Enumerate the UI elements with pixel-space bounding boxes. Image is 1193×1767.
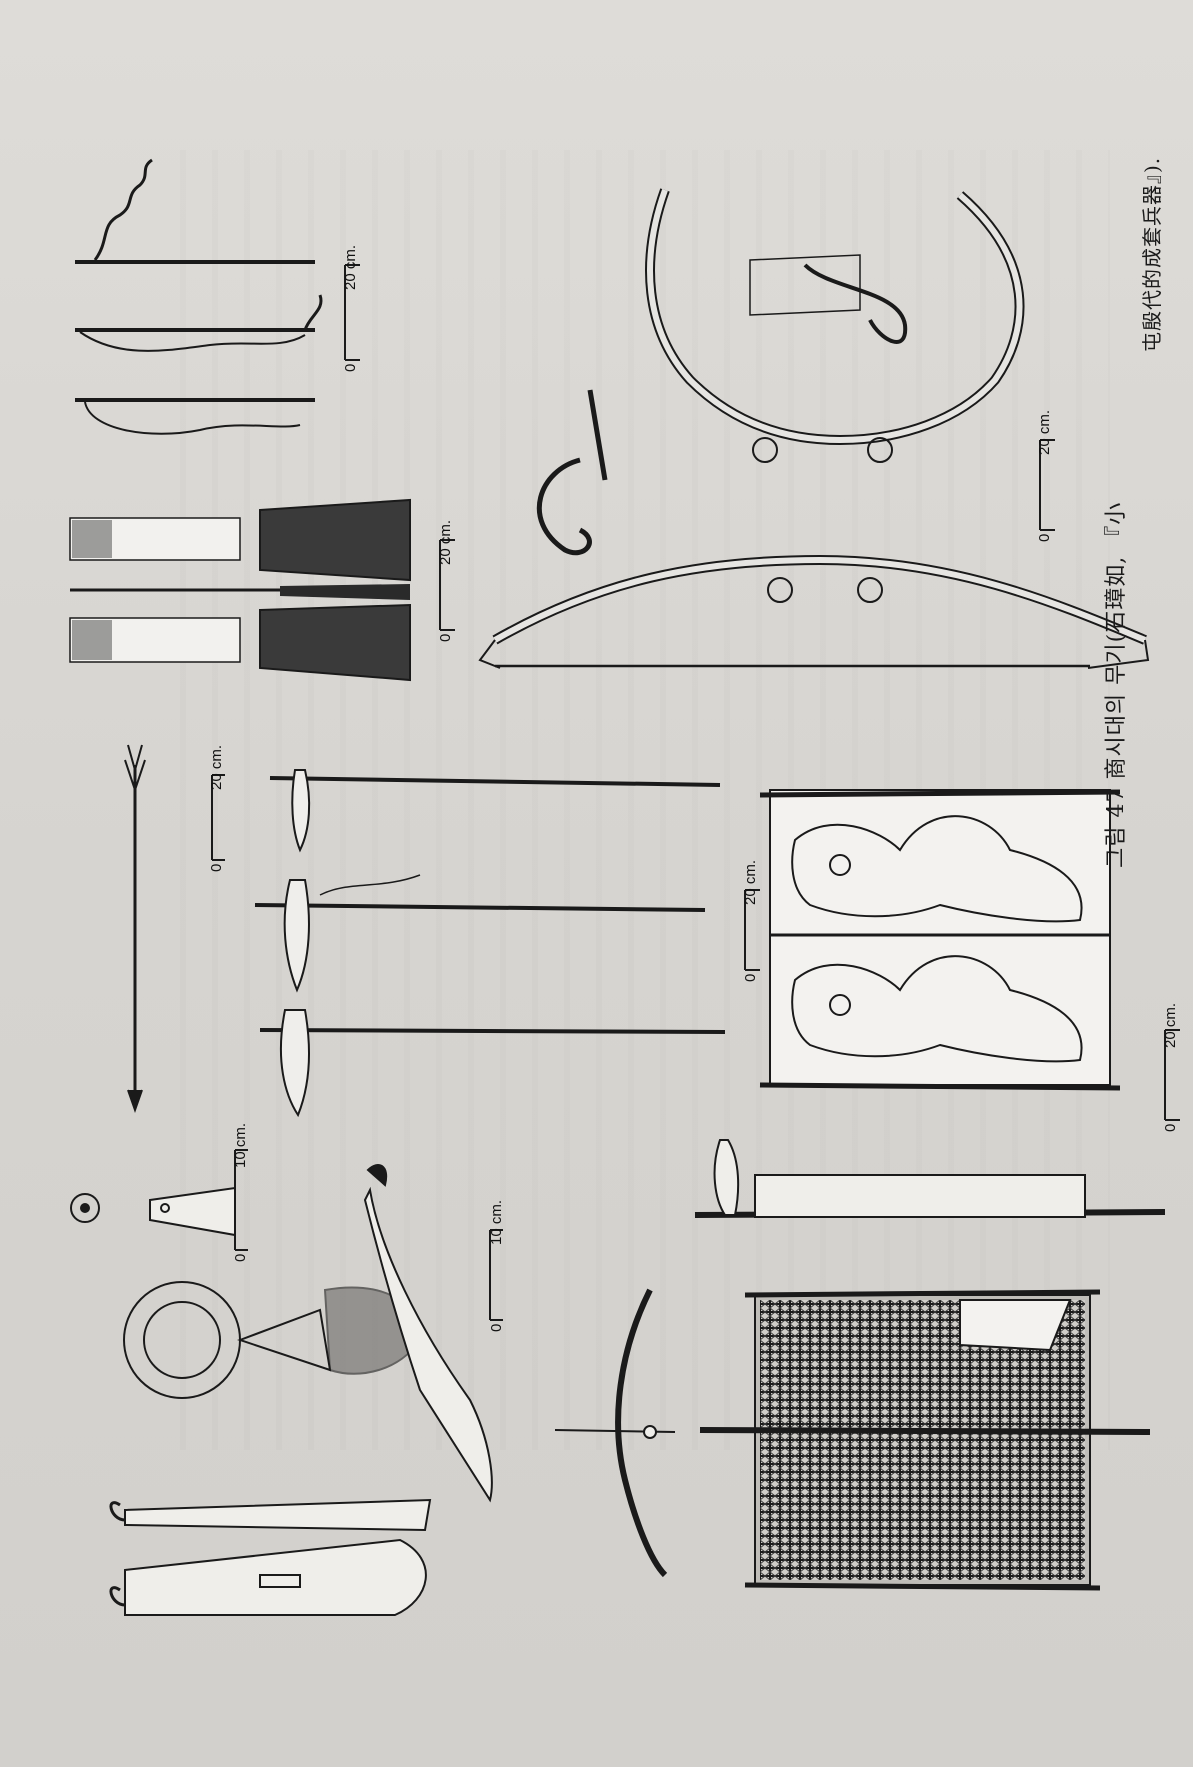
knife-group — [109, 1498, 432, 1616]
scale-label-20cm-c: 20 cm. — [208, 744, 225, 790]
scale-label-20cm-e: 20 cm. — [1036, 409, 1053, 455]
scale-label-0-g: 0 — [488, 1323, 505, 1332]
dagger-axe-group — [254, 769, 760, 1118]
scale-label-10cm-b: 10 cm. — [232, 1122, 249, 1168]
scale-label-10cm-a: 10 cm. — [488, 1199, 505, 1245]
scale-label-20cm-a: 20 cm. — [342, 244, 359, 290]
bow-top — [645, 188, 1055, 531]
scale-label-0-f: 0 — [1162, 1123, 1179, 1132]
scale-label-0-a: 0 — [342, 363, 359, 372]
shield-textured — [699, 1289, 1151, 1591]
scale-label-0-e: 0 — [1036, 533, 1053, 542]
scale-label-20cm-d: 20 cm. — [742, 859, 759, 905]
small-bow — [554, 1288, 676, 1578]
shield-dragon — [759, 789, 1180, 1121]
scale-label-20cm-f: 20 cm. — [1162, 1002, 1179, 1048]
scale-label-20cm-b: 20 cm. — [437, 519, 454, 565]
arrow — [124, 744, 225, 1114]
knife-sheath-ring — [123, 1164, 503, 1503]
scale-label-0-h: 0 — [232, 1253, 249, 1262]
pole-panel — [694, 1139, 1166, 1218]
blade-group-shaded — [69, 498, 455, 682]
scale-label-0-d: 0 — [742, 973, 759, 982]
bow-strung — [478, 389, 1150, 669]
arrowhead-small — [70, 1149, 248, 1251]
figure-caption-line2: 屯殷代的成套兵器』). — [1140, 156, 1164, 352]
halberd-group-top — [75, 158, 360, 435]
scale-label-0-c: 0 — [208, 863, 225, 872]
figure-caption-line1: 그림 47 商시대의 무기(石璋如, 『小 — [1104, 501, 1129, 868]
scale-label-0-b: 0 — [437, 633, 454, 642]
